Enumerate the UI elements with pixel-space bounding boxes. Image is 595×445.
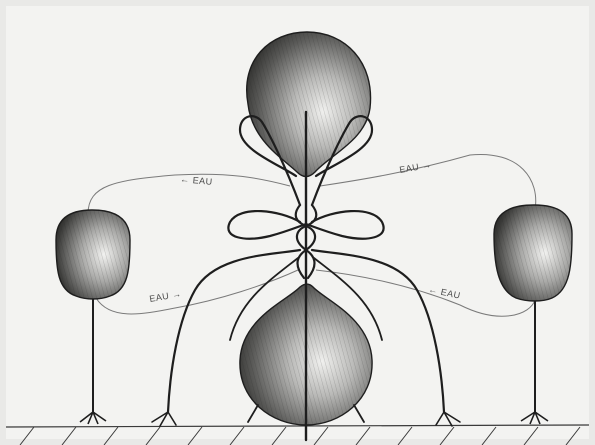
right-vessel <box>494 205 572 424</box>
label-left-lower: EAU → <box>149 288 183 303</box>
label-right-upper: EAU → <box>399 159 433 174</box>
central-tubes <box>152 112 460 440</box>
floor <box>6 425 589 445</box>
label-right-lower: ← EAU <box>428 284 462 301</box>
label-left-upper: ← EAU <box>180 174 213 187</box>
left-vessel <box>56 210 130 424</box>
